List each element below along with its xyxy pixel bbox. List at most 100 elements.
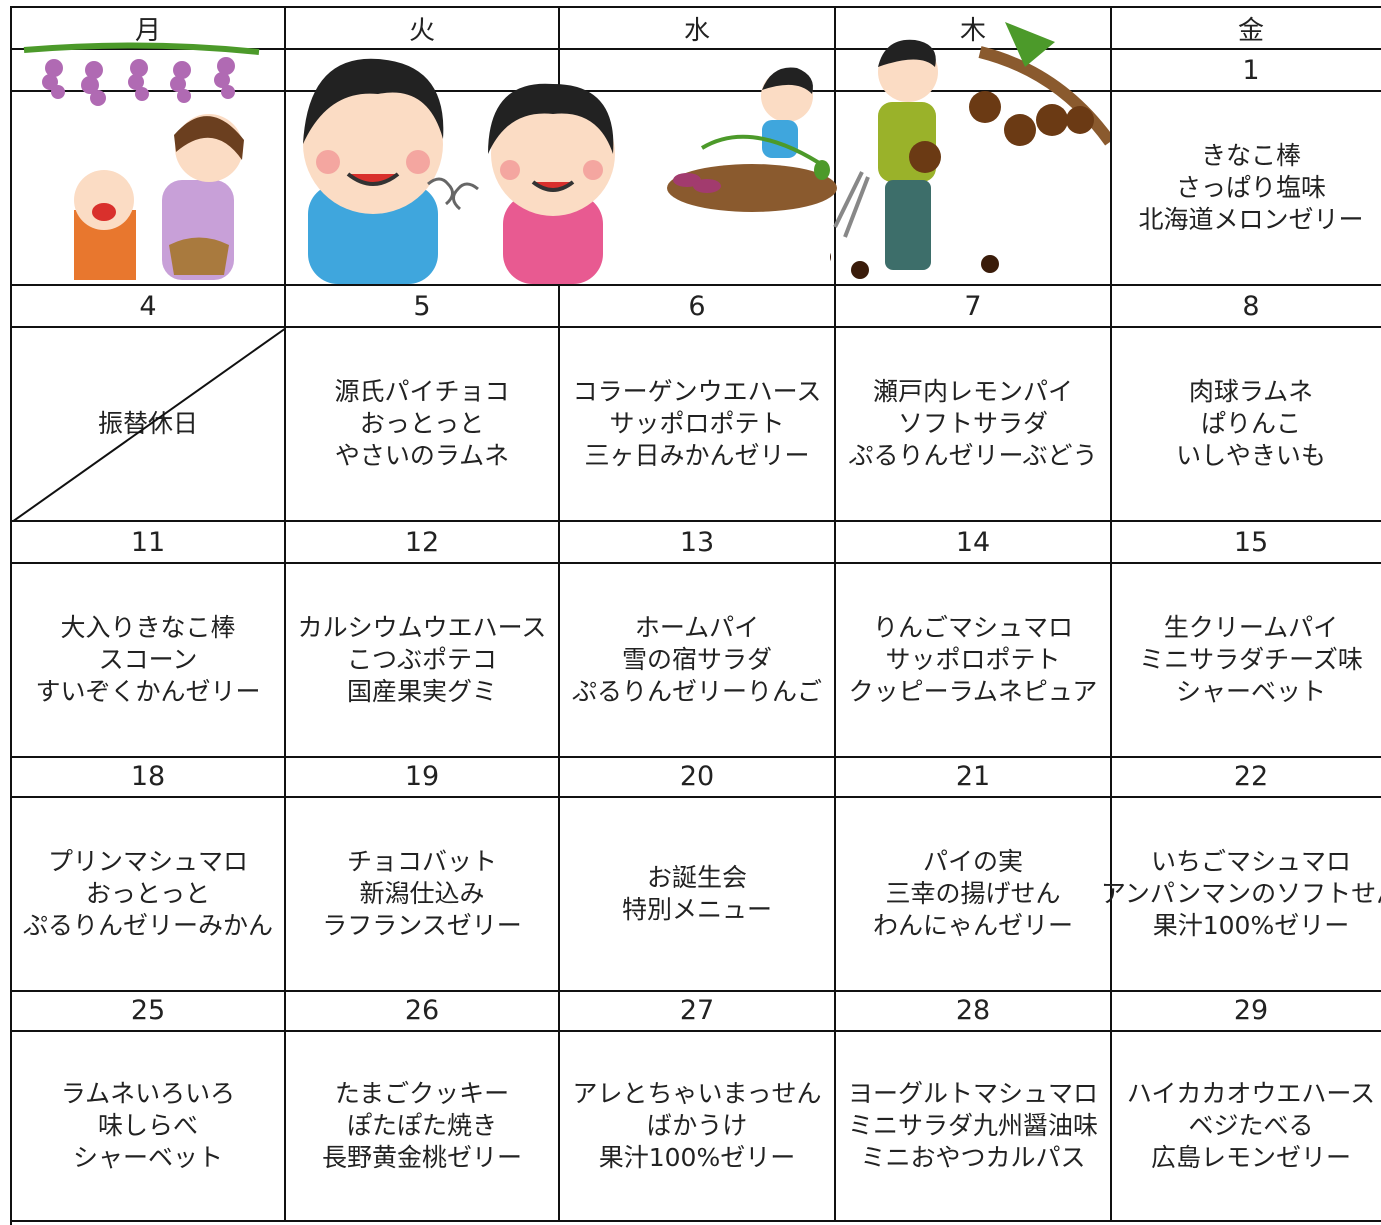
date-cell: 4 bbox=[12, 286, 286, 328]
menu-item: シャーベット bbox=[72, 1143, 223, 1172]
menu-item: 瀬戸内レモンパイ bbox=[872, 377, 1073, 406]
menu-item: コラーゲンウエハース bbox=[572, 377, 822, 406]
date-cell: 21 bbox=[836, 756, 1112, 798]
menu-item: たまごクッキー bbox=[334, 1079, 510, 1108]
date-cell: 20 bbox=[560, 756, 836, 798]
menu-cell: りんごマシュマロサッポロポテトクッピーラムネピュア bbox=[836, 564, 1112, 758]
date-cell: 6 bbox=[560, 286, 836, 328]
menu-item: ぱりんこ bbox=[1200, 409, 1301, 438]
menu-item: ハイカカオウエハース bbox=[1126, 1079, 1376, 1108]
date-cell: 11 bbox=[12, 522, 286, 564]
menu-cell: チョコバット新潟仕込みラフランスゼリー bbox=[286, 798, 560, 992]
menu-item: さっぱり塩味 bbox=[1175, 173, 1326, 202]
menu-item: いちごマシュマロ bbox=[1150, 847, 1351, 876]
date-cell: 1 bbox=[1112, 50, 1381, 92]
date-cell: 19 bbox=[286, 756, 560, 798]
menu-cell: ハイカカオウエハースベジたべる広島レモンゼリー bbox=[1112, 1032, 1381, 1222]
menu-item: 生クリームパイ bbox=[1163, 613, 1339, 642]
menu-item: 北海道メロンゼリー bbox=[1138, 205, 1364, 234]
menu-item: 長野黄金桃ゼリー bbox=[321, 1143, 522, 1172]
holiday-cell: 振替休日 bbox=[12, 328, 286, 522]
sweet-potato-digging-icon bbox=[667, 67, 837, 212]
date-cell: 13 bbox=[560, 522, 836, 564]
date-cell bbox=[560, 50, 836, 92]
menu-item: 果汁100%ゼリー bbox=[1152, 911, 1350, 940]
menu-cell: 源氏パイチョコおっとっとやさいのラムネ bbox=[286, 328, 560, 522]
menu-item: ばかうけ bbox=[646, 1111, 748, 1140]
menu-cell: コラーゲンウエハースサッポロポテト三ヶ日みかんゼリー bbox=[560, 328, 836, 522]
menu-item: 三ヶ日みかんゼリー bbox=[584, 441, 810, 470]
menu-item: アレとちゃいまっせん bbox=[572, 1079, 822, 1108]
date-cell bbox=[836, 50, 1112, 92]
menu-item: わんにゃんゼリー bbox=[872, 911, 1073, 940]
weekday-header: 木 bbox=[836, 8, 1112, 50]
menu-cell: アレとちゃいまっせんばかうけ果汁100%ゼリー bbox=[560, 1032, 836, 1222]
menu-item: いしやきいも bbox=[1176, 441, 1326, 470]
menu-item: 新潟仕込み bbox=[359, 879, 485, 908]
menu-item: 特別メニュー bbox=[621, 895, 772, 924]
menu-cell: お誕生会特別メニュー bbox=[560, 798, 836, 992]
menu-item: 果汁100%ゼリー bbox=[598, 1143, 796, 1172]
menu-item: ミニサラダチーズ味 bbox=[1139, 645, 1363, 674]
date-cell: 8 bbox=[1112, 286, 1381, 328]
menu-item: こつぶポテコ bbox=[346, 645, 497, 674]
menu-cell: いちごマシュマロアンパンマンのソフトせん果汁100%ゼリー bbox=[1101, 798, 1381, 992]
menu-item: 大入りきなこ棒 bbox=[60, 613, 236, 642]
menu-item: ぷるりんゼリーみかん bbox=[22, 911, 273, 940]
menu-item: アンパンマンのソフトせん bbox=[1100, 879, 1381, 908]
menu-cell: 肉球ラムネぱりんこいしやきいも bbox=[1112, 328, 1381, 522]
grape-picking-icon bbox=[23, 42, 260, 280]
menu-item: ラムネいろいろ bbox=[60, 1079, 236, 1108]
chestnut-picking-icon bbox=[830, 22, 1110, 279]
menu-item: ぷるりんゼリーぶどう bbox=[848, 441, 1098, 470]
date-cell: 25 bbox=[12, 990, 286, 1032]
illustration-cell bbox=[12, 92, 286, 286]
menu-item: クッピーラムネピュア bbox=[848, 677, 1098, 706]
menu-item: ベジたべる bbox=[1188, 1111, 1314, 1140]
date-cell: 12 bbox=[286, 522, 560, 564]
menu-cell: パイの実三幸の揚げせんわんにゃんゼリー bbox=[836, 798, 1112, 992]
menu-item: パイの実 bbox=[922, 847, 1023, 876]
menu-item: ミニおやつカルパス bbox=[860, 1143, 1086, 1172]
menu-item: カルシウムウエハース bbox=[297, 613, 547, 642]
date-cell bbox=[12, 50, 286, 92]
menu-cell: きなこ棒さっぱり塩味北海道メロンゼリー bbox=[1112, 92, 1381, 286]
menu-item: 肉球ラムネ bbox=[1188, 377, 1314, 406]
menu-item: おっとっと bbox=[359, 409, 485, 438]
weekday-header: 火 bbox=[286, 8, 560, 50]
menu-item: チョコバット bbox=[346, 847, 497, 876]
menu-item: 広島レモンゼリー bbox=[1150, 1143, 1351, 1172]
menu-cell: プリンマシュマロおっとっとぷるりんゼリーみかん bbox=[12, 798, 286, 992]
date-cell: 7 bbox=[836, 286, 1112, 328]
weekday-header: 水 bbox=[560, 8, 836, 50]
menu-item: きなこ棒 bbox=[1200, 141, 1301, 170]
menu-cell: 瀬戸内レモンパイソフトサラダぷるりんゼリーぶどう bbox=[836, 328, 1112, 522]
date-cell: 5 bbox=[286, 286, 560, 328]
menu-item: 味しらべ bbox=[97, 1111, 198, 1140]
menu-item: 三幸の揚げせん bbox=[885, 879, 1061, 908]
date-cell: 22 bbox=[1112, 756, 1381, 798]
date-cell: 29 bbox=[1112, 990, 1381, 1032]
menu-cell: カルシウムウエハースこつぶポテコ国産果実グミ bbox=[286, 564, 560, 758]
menu-item: ぽたぽた焼き bbox=[346, 1111, 497, 1140]
menu-item: ソフトサラダ bbox=[897, 409, 1048, 438]
menu-item: ラフランスゼリー bbox=[322, 911, 522, 940]
menu-item: すいぞくかんゼリー bbox=[35, 677, 261, 706]
menu-item: やさいのラムネ bbox=[334, 441, 510, 470]
date-cell: 15 bbox=[1112, 522, 1381, 564]
date-cell: 14 bbox=[836, 522, 1112, 564]
menu-item: ミニサラダ九州醤油味 bbox=[847, 1111, 1098, 1140]
menu-cell: ラムネいろいろ味しらべシャーベット bbox=[12, 1032, 286, 1222]
weekday-header: 金 bbox=[1112, 8, 1381, 50]
date-cell: 26 bbox=[286, 990, 560, 1032]
menu-item: りんごマシュマロ bbox=[872, 613, 1073, 642]
menu-item: 源氏パイチョコ bbox=[334, 377, 510, 406]
menu-item: プリンマシュマロ bbox=[47, 847, 248, 876]
diagonal-strike bbox=[13, 328, 284, 520]
menu-cell: ホームパイ雪の宿サラダぷるりんゼリーりんご bbox=[560, 564, 836, 758]
menu-item: 振替休日 bbox=[97, 409, 198, 438]
menu-cell: ヨーグルトマシュマロミニサラダ九州醤油味ミニおやつカルパス bbox=[836, 1032, 1112, 1222]
menu-item: 雪の宿サラダ bbox=[621, 645, 772, 674]
menu-item: サッポロポテト bbox=[609, 409, 785, 438]
